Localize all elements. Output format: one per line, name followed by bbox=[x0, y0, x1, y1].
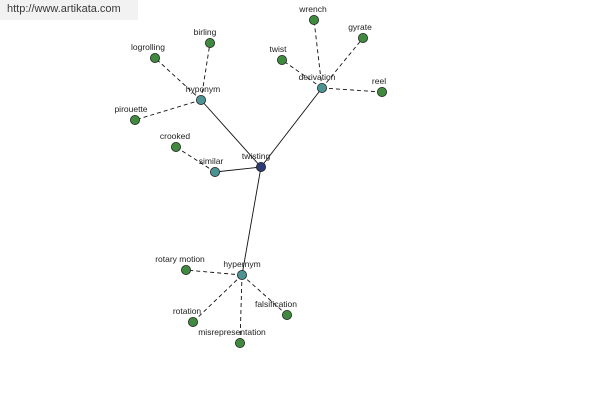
node-twisting[interactable] bbox=[255, 161, 266, 172]
labels-layer: twisting hyponym derivation similar hypernym… bbox=[114, 4, 386, 337]
node-falsification[interactable] bbox=[281, 309, 292, 320]
node-label-birling[interactable]: birling bbox=[194, 27, 217, 37]
edge-twisting-similar bbox=[214, 166, 262, 173]
node-hyponym[interactable] bbox=[195, 95, 206, 106]
node-label-crooked[interactable]: crooked bbox=[160, 131, 191, 141]
edge-hypernym-rotation bbox=[192, 274, 243, 323]
node-label-rotation[interactable]: rotation bbox=[173, 306, 202, 316]
edge-hypernym-falsification bbox=[241, 274, 288, 316]
node-label-hyponym[interactable]: hyponym bbox=[186, 84, 221, 94]
edge-derivation-twist bbox=[281, 59, 323, 89]
node-label-logrolling[interactable]: logrolling bbox=[131, 42, 165, 52]
edge-twisting-hyponym bbox=[200, 99, 262, 168]
edges-layer bbox=[134, 19, 383, 344]
edge-hypernym-rotary-motion bbox=[185, 269, 243, 276]
node-label-hypernym[interactable]: hypernym bbox=[223, 259, 260, 269]
node-misrepresentation[interactable] bbox=[234, 337, 245, 348]
node-logrolling[interactable] bbox=[149, 53, 160, 64]
node-crooked[interactable] bbox=[170, 141, 181, 152]
node-label-wrench[interactable]: wrench bbox=[298, 4, 327, 14]
nodes-layer bbox=[129, 14, 387, 348]
node-rotary-motion[interactable] bbox=[180, 264, 191, 275]
node-label-misrepresentation[interactable]: misrepresentation bbox=[198, 327, 266, 337]
node-gyrate[interactable] bbox=[357, 33, 368, 44]
node-wrench[interactable] bbox=[308, 14, 319, 25]
edge-hyponym-pirouette bbox=[134, 99, 202, 121]
node-label-twist[interactable]: twist bbox=[270, 44, 288, 54]
edge-hypernym-misrepresentation bbox=[239, 274, 243, 344]
edge-hyponym-birling bbox=[200, 42, 211, 101]
node-label-derivation[interactable]: derivation bbox=[299, 72, 336, 82]
node-label-gyrate[interactable]: gyrate bbox=[348, 22, 372, 32]
node-label-rotary-motion[interactable]: rotary motion bbox=[155, 254, 205, 264]
node-reel[interactable] bbox=[376, 87, 387, 98]
node-label-twisting[interactable]: twisting bbox=[242, 151, 271, 161]
source-url[interactable]: http://www.artikata.com bbox=[0, 0, 138, 20]
node-label-falsification[interactable]: falsification bbox=[255, 299, 297, 309]
edge-twisting-derivation bbox=[260, 87, 323, 168]
edge-hyponym-logrolling bbox=[154, 57, 202, 101]
edge-derivation-wrench bbox=[313, 19, 323, 89]
node-twist[interactable] bbox=[276, 55, 287, 66]
node-derivation[interactable] bbox=[316, 83, 327, 94]
node-label-pirouette[interactable]: pirouette bbox=[114, 104, 147, 114]
node-rotation[interactable] bbox=[187, 316, 198, 327]
node-similar[interactable] bbox=[209, 166, 220, 177]
edge-derivation-reel bbox=[321, 87, 383, 93]
node-label-similar[interactable]: similar bbox=[199, 156, 224, 166]
edge-similar-crooked bbox=[175, 146, 216, 173]
edge-twisting-hypernym bbox=[241, 166, 262, 276]
node-label-reel[interactable]: reel bbox=[372, 76, 386, 86]
edge-derivation-gyrate bbox=[321, 37, 364, 89]
node-birling[interactable] bbox=[204, 38, 215, 49]
node-hypernym[interactable] bbox=[236, 269, 247, 280]
node-pirouette[interactable] bbox=[129, 115, 140, 126]
